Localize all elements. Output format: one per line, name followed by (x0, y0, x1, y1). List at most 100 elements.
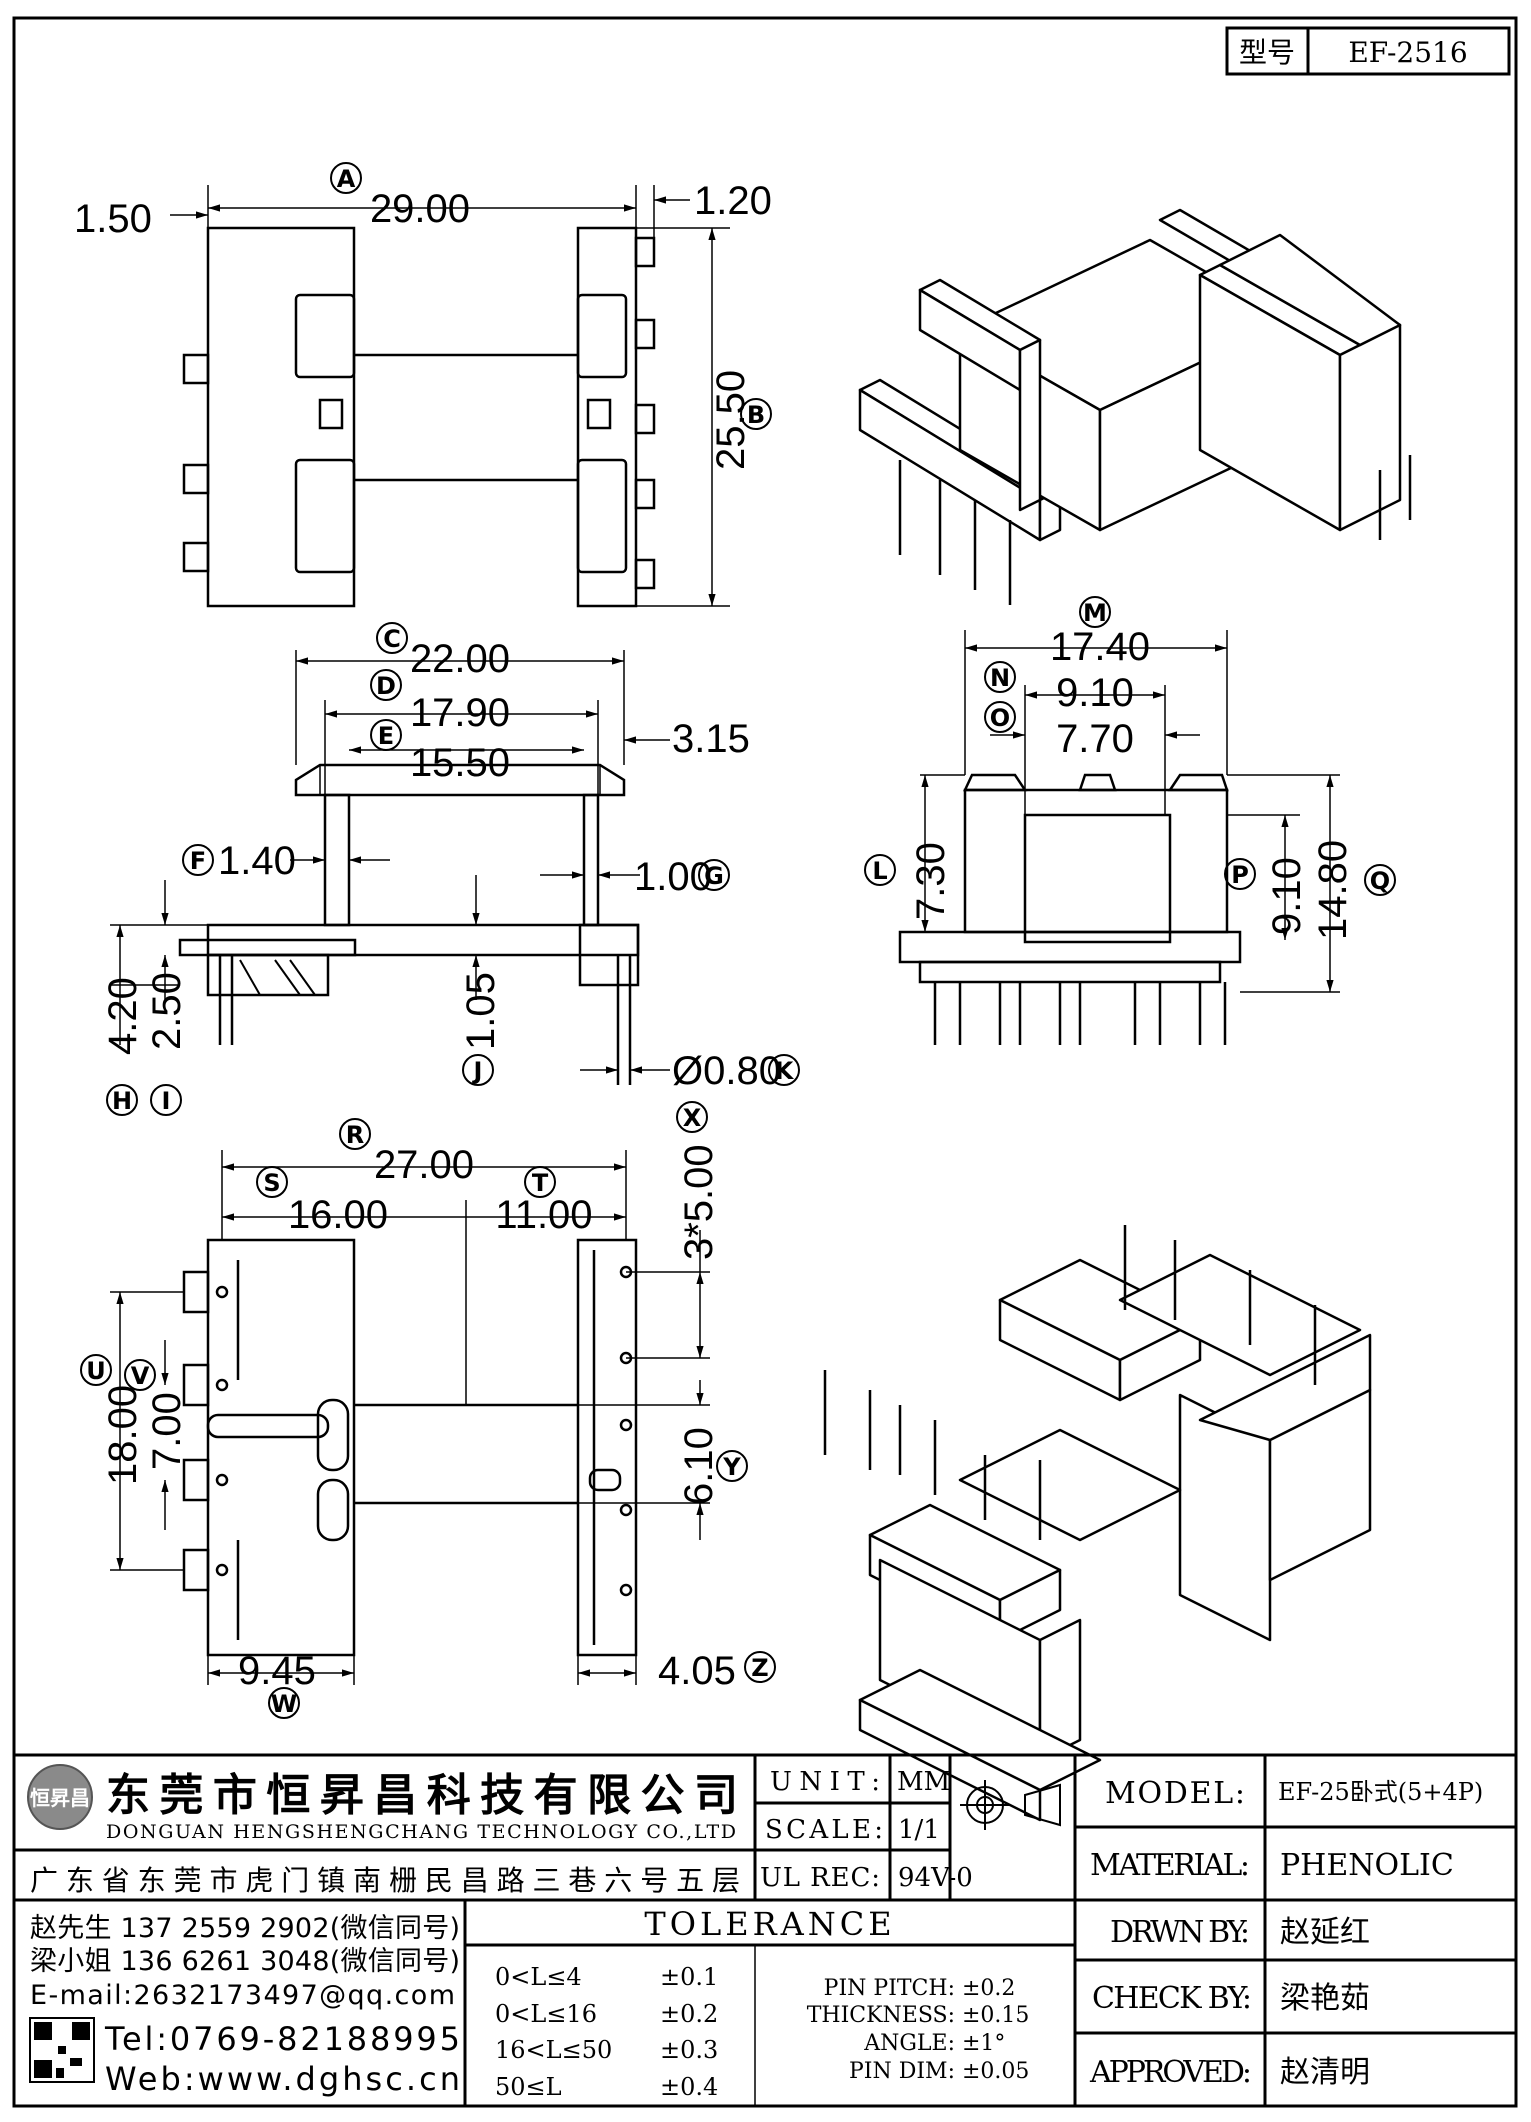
iso-view-bottom (823, 1225, 1372, 1822)
end-dim-p: 9.10 (1265, 857, 1309, 935)
callout-z-label: Z (751, 1654, 768, 1682)
tol-range-4: 50≤L (495, 2073, 562, 2101)
callout-s (256, 1166, 288, 1198)
tolerance-title: TOLERANCE (644, 1905, 895, 1943)
model-value: EF-25卧式(5+4P) (1278, 1778, 1483, 1806)
callout-e (370, 719, 402, 751)
end-dim-l: 7.30 (909, 842, 953, 920)
callout-w-label: W (271, 1690, 297, 1718)
callout-a-label: A (337, 165, 356, 193)
side-dim-h: 4.20 (101, 977, 145, 1055)
company-logo: 恒昇昌 (27, 1764, 93, 1830)
top-view (170, 185, 730, 608)
callout-e-label: E (378, 722, 394, 750)
callout-k-label: K (775, 1057, 795, 1085)
callout-m-label: M (1083, 599, 1107, 627)
callout-s-label: S (263, 1169, 280, 1197)
spec-angle-label: ANGLE: (863, 2031, 955, 2056)
spec-pin-dim-label: PIN DIM: (849, 2059, 955, 2084)
top-dim-left: 1.50 (74, 197, 152, 241)
end-dim-o: 7.70 (1056, 717, 1134, 761)
scale-label: SCALE: (765, 1815, 883, 1845)
callout-d (370, 669, 402, 701)
callout-k (768, 1054, 800, 1086)
callout-u (80, 1354, 112, 1386)
callout-o (984, 701, 1016, 733)
spec-pin-pitch-value: ±0.2 (962, 1976, 1015, 2001)
approved-label: APPROVED: (1089, 2055, 1252, 2090)
callout-x-label: X (683, 1104, 702, 1132)
callout-g-label: G (704, 862, 724, 890)
header-model-box: 型号 EF-2516 (1225, 26, 1511, 76)
callout-c (376, 622, 408, 654)
drawn-label: DRWN BY: (1110, 1915, 1250, 1950)
callout-i-label: I (162, 1087, 171, 1115)
callout-y-label: Y (722, 1453, 741, 1481)
contact-liang: 梁小姐 136 6261 3048(微信同号) (30, 1946, 460, 1977)
top-dim-right: 1.20 (694, 179, 772, 223)
side-dim-e: 15.50 (410, 741, 510, 785)
tol-value-2: ±0.2 (660, 2000, 718, 2028)
callout-q-label: Q (1370, 867, 1390, 895)
side-dim-i: 2.50 (145, 972, 189, 1050)
tol-range-1: 0<L≤4 (495, 1963, 582, 1991)
callout-d-label: D (376, 672, 396, 700)
tol-value-3: ±0.3 (660, 2036, 718, 2064)
callout-g (698, 859, 730, 891)
callout-v (124, 1359, 156, 1391)
company-address: 广东省东莞市虎门镇南栅民昌路三巷六号五层 (30, 1864, 740, 1897)
bottom-dim-x: 3*5.00 (677, 1144, 721, 1260)
callout-h-label: H (112, 1087, 132, 1115)
bottom-dim-z: 4.05 (658, 1649, 736, 1693)
unit-value: MM (897, 1767, 950, 1797)
iso-view-top (858, 208, 1412, 605)
side-dim-d: 17.90 (410, 691, 510, 735)
contact-email: E-mail:2632173497@qq.com (30, 1980, 455, 2011)
end-view (898, 630, 1340, 1045)
header-part-number: EF-2516 (1348, 36, 1467, 69)
callout-j-label: J (472, 1057, 483, 1085)
tol-range-3: 16<L≤50 (495, 2036, 612, 2064)
callout-l (864, 854, 896, 886)
unit-label: UNIT: (770, 1767, 880, 1797)
callout-t-label: T (532, 1169, 549, 1197)
callout-v-label: V (131, 1362, 150, 1390)
callout-p (1224, 858, 1256, 890)
bottom-dim-w: 9.45 (238, 1649, 316, 1693)
side-dim-right: 3.15 (672, 717, 750, 761)
end-dim-m: 17.40 (1050, 625, 1150, 669)
callout-t (524, 1166, 556, 1198)
callout-a (330, 162, 362, 194)
callout-w (268, 1687, 300, 1719)
callout-r-label: R (346, 1121, 364, 1149)
callout-i (150, 1084, 182, 1116)
side-dim-j: 1.05 (459, 972, 503, 1050)
tol-value-1: ±0.1 (660, 1963, 718, 1991)
callout-l-label: L (872, 857, 887, 885)
svg-text:恒昇昌: 恒昇昌 (30, 1786, 90, 1810)
callout-n-label: N (990, 664, 1010, 692)
callout-y (716, 1450, 748, 1482)
callout-r (339, 1118, 371, 1150)
bottom-dim-u: 18.00 (101, 1385, 145, 1485)
ulrec-value: 94V-0 (898, 1863, 973, 1893)
drawn-value: 赵延红 (1280, 1915, 1370, 1950)
side-dim-f: 1.40 (218, 839, 296, 883)
bottom-view (110, 1150, 710, 1685)
callout-z (744, 1651, 776, 1683)
contact-web: Web:www.dghsc.cn (105, 2060, 460, 2098)
scale-value: 1/1 (898, 1815, 940, 1845)
bottom-dim-s: 16.00 (288, 1193, 388, 1237)
callout-u-label: U (86, 1357, 106, 1385)
top-dim-a: 29.00 (370, 187, 470, 231)
bottom-dim-r: 27.00 (374, 1143, 474, 1187)
tol-value-4: ±0.4 (660, 2073, 718, 2101)
spec-pin-dim-value: ±0.05 (962, 2059, 1029, 2084)
callout-q (1364, 864, 1396, 896)
end-dim-n: 9.10 (1056, 671, 1134, 715)
callout-f-label: F (190, 847, 206, 875)
callout-b-label: B (747, 401, 765, 429)
side-dim-k: Ø0.80 (672, 1049, 781, 1093)
check-value: 梁艳茹 (1280, 1981, 1370, 2016)
bottom-dim-t: 11.00 (495, 1193, 592, 1237)
